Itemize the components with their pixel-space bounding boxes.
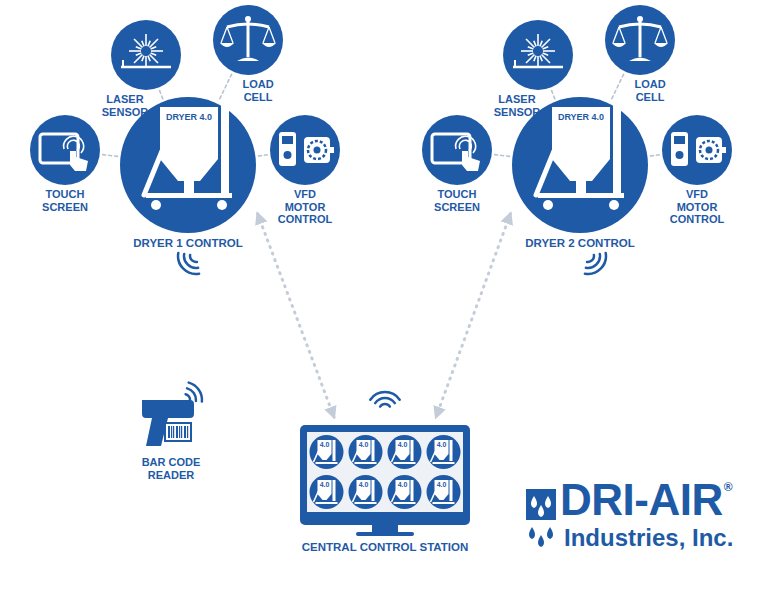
screen-badge: 4.0 (355, 441, 373, 448)
connector (219, 74, 232, 101)
wave-arc (178, 253, 199, 274)
device-circle: VFD MOTOR CONTROL (662, 115, 732, 185)
wave-arc (187, 388, 196, 401)
wireless-waves (178, 253, 606, 407)
node-shape (300, 425, 470, 525)
connector (258, 155, 267, 156)
screen-badge: 4.0 (394, 481, 412, 488)
device-circle: VFD MOTOR CONTROL (270, 115, 340, 185)
device-circle: TOUCH SCREEN (30, 115, 100, 185)
barcode-bar (168, 426, 170, 438)
node-label: VFD MOTOR CONTROL (665, 188, 729, 226)
screen-badge: 4.0 (433, 441, 451, 448)
node-label: DRYER 2 CONTROL (475, 237, 685, 250)
dryer-badge: DRYER 4.0 (163, 112, 215, 122)
node-shape (270, 115, 340, 185)
screen-badge: 4.0 (316, 441, 334, 448)
device-label: BAR CODE READER (135, 456, 207, 481)
connector (495, 155, 510, 157)
logo-subtitle: Industries, Inc. (564, 525, 733, 551)
control-station-monitor: CENTRAL CONTROL STATION (300, 425, 470, 525)
wave-arc (370, 392, 399, 400)
wave-arc (190, 255, 197, 262)
connector (160, 91, 163, 99)
node-shape (213, 5, 283, 75)
barcode-bar (187, 426, 188, 438)
connector (436, 214, 510, 417)
node-shape (605, 5, 675, 75)
screen-badge: 4.0 (433, 481, 451, 488)
node-label: LASER SENSOR (482, 93, 552, 118)
connector (611, 74, 624, 101)
connector (103, 155, 118, 157)
screen-badge: 4.0 (316, 481, 334, 488)
node-label: LOAD CELL (228, 78, 288, 103)
node-shape (503, 20, 573, 90)
node-label: TOUCH SCREEN (25, 188, 105, 213)
node-shape (30, 115, 100, 185)
barcode-reader-icon (142, 400, 194, 446)
node-label: VFD MOTOR CONTROL (273, 188, 337, 226)
device-circle: TOUCH SCREEN (422, 115, 492, 185)
logo-wordmark: DRI-AIR (560, 478, 723, 522)
device-circle: LOAD CELL (605, 5, 675, 75)
node-label: DRYER 1 CONTROL (83, 237, 293, 250)
connector (650, 155, 659, 156)
wave-arc (184, 254, 198, 268)
dryer-badge: DRYER 4.0 (555, 112, 607, 122)
wave-arc (586, 254, 600, 268)
screen-badge: 4.0 (394, 441, 412, 448)
barcode-bar (176, 426, 178, 438)
barcode-bar (179, 426, 180, 438)
registered-mark: ® (724, 481, 733, 493)
device-circle: LASER SENSOR (503, 20, 573, 90)
wave-arc (380, 404, 390, 407)
device-circle: LOAD CELL (213, 5, 283, 75)
node-label: TOUCH SCREEN (417, 188, 497, 213)
barcode-bar (184, 426, 186, 438)
node-shape (422, 115, 492, 185)
node-shape (662, 115, 732, 185)
screen-badge: 4.0 (355, 481, 373, 488)
device-circle: LASER SENSOR (111, 20, 181, 90)
barcode-bar (171, 426, 172, 438)
logo-icon (526, 489, 556, 547)
connector (552, 91, 555, 99)
wave-arc (585, 253, 606, 274)
node-label: CENTRAL CONTROL STATION (270, 541, 500, 554)
node-label: LOAD CELL (620, 78, 680, 103)
node-shape (111, 20, 181, 90)
wave-arc (587, 255, 594, 262)
wave-arc (375, 398, 395, 403)
node-label: LASER SENSOR (90, 93, 160, 118)
barcode-bar (173, 426, 174, 438)
connector (258, 214, 334, 417)
wave-arc (186, 394, 190, 400)
wave-arc (189, 383, 202, 402)
barcode-bar (181, 426, 182, 438)
